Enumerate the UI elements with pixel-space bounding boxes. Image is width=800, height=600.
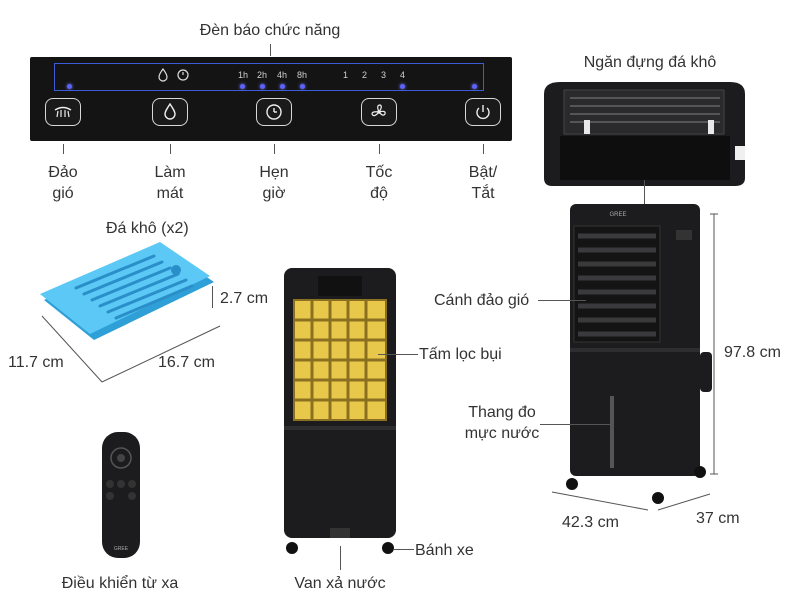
filter-label: Tấm lọc bụi — [419, 346, 502, 363]
louver-label: Cánh đảo gió — [434, 292, 530, 309]
speed-button[interactable] — [361, 98, 397, 126]
power-button[interactable] — [465, 98, 501, 126]
height-dimension: 97.8 cm — [724, 344, 781, 361]
swing-button[interactable] — [45, 98, 81, 126]
timer-button[interactable] — [256, 98, 292, 126]
cooler-back-drawing — [284, 268, 396, 554]
timer-mark-4h: 4h — [277, 70, 288, 80]
led-swing — [67, 84, 72, 89]
indicator-frame — [54, 63, 484, 91]
led-4h — [280, 84, 285, 89]
ice-width: 11.7 cm — [8, 354, 64, 371]
led-2h — [260, 84, 265, 89]
speed-mark-2: 2 — [362, 70, 368, 80]
width-dimension: 42.3 cm — [562, 514, 619, 531]
ice-box-drawing — [544, 82, 745, 186]
speed-mark-1: 1 — [343, 70, 349, 80]
led-power — [472, 84, 477, 89]
panel-status-icons — [158, 68, 189, 82]
drop-icon — [164, 102, 176, 120]
fan-icon — [371, 104, 386, 117]
remote-control-drawing: GREE — [102, 432, 140, 558]
led-8h — [300, 84, 305, 89]
svg-text:GREE: GREE — [114, 546, 129, 552]
led-1h — [240, 84, 245, 89]
led-speed — [400, 84, 405, 89]
timer-mark-8h: 8h — [297, 70, 308, 80]
speed-mark-3: 3 — [381, 70, 387, 80]
remote-label: Điều khiển từ xa — [61, 575, 179, 592]
swing-icon — [54, 106, 72, 118]
indicator-pointer — [270, 44, 271, 56]
wheel-label: Bánh xe — [415, 542, 474, 559]
ice-pack-label: Đá khô (x2) — [106, 220, 189, 237]
depth-dimension: 37 cm — [696, 510, 740, 527]
indicator-label: Đèn báo chức năng — [199, 22, 341, 39]
ice-box-label: Ngăn đựng đá khô — [583, 54, 717, 71]
drain-label: Van xả nước — [294, 575, 386, 592]
power-label: Bật/Tắt — [468, 164, 498, 202]
timer-mark-2h: 2h — [257, 70, 268, 80]
timer-icon — [266, 104, 282, 120]
svg-text:GREE: GREE — [609, 212, 626, 218]
power-icon — [476, 105, 490, 120]
ice-pack-drawing — [40, 242, 214, 340]
cooler-front-drawing: GREE — [566, 204, 712, 504]
speed-mark-4: 4 — [400, 70, 406, 80]
ice-length: 16.7 cm — [158, 354, 215, 371]
cool-button[interactable] — [152, 98, 188, 126]
timer-mark-1h: 1h — [238, 70, 249, 80]
ice-thickness: 2.7 cm — [220, 290, 269, 307]
